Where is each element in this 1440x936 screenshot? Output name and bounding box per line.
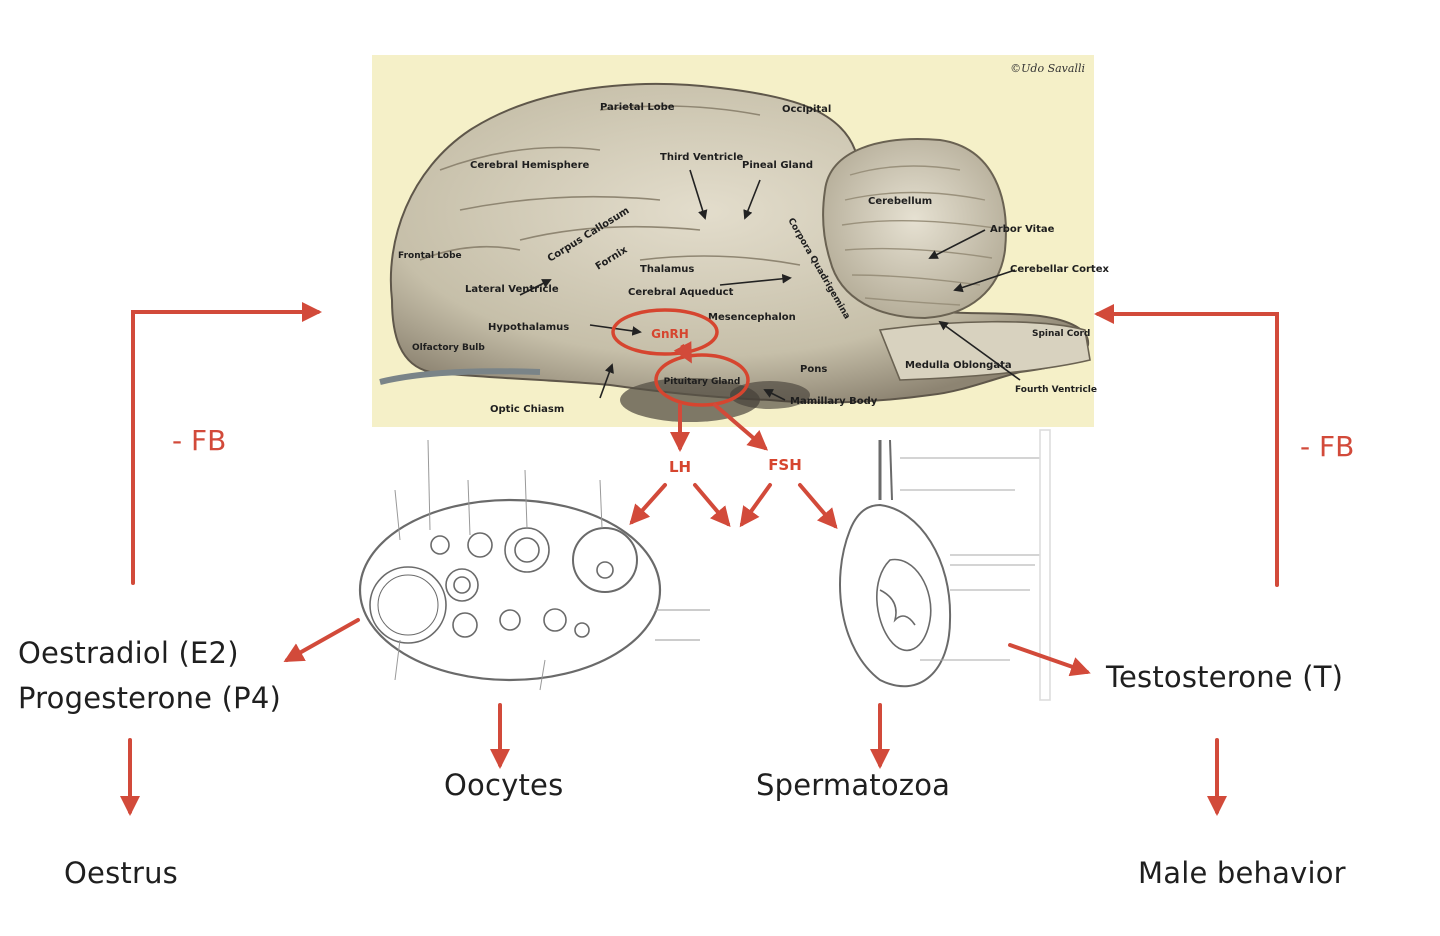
- label-mamillary-body: Mamillary Body: [790, 396, 878, 407]
- arrow-testis-testosterone: [1008, 643, 1091, 677]
- progesterone-label: Progesterone (P4): [18, 681, 282, 715]
- arrow-feedback-left: [131, 302, 322, 585]
- hypothalamus-highlight: [611, 308, 719, 356]
- gnrh-label: GnRH: [651, 327, 689, 341]
- cerebrum-shape: [389, 83, 1090, 404]
- ovary-follicle-lower: [452, 612, 478, 638]
- ovary-leader-lines: [394, 439, 710, 691]
- label-olfactory-bulb: Olfactory Bulb: [412, 343, 485, 353]
- ovary-sketch: [358, 439, 710, 691]
- ovary-oocyte-graafian: [596, 561, 614, 579]
- ovary-follicle-primary: [430, 535, 450, 555]
- cerebellum-folia: [841, 165, 996, 306]
- ovary-follicle-small: [574, 622, 590, 638]
- oestradiol-label: Oestradiol (E2): [18, 636, 239, 670]
- lh-label: LH: [669, 458, 691, 476]
- label-medulla-oblongata: Medulla Oblongata: [905, 360, 1012, 371]
- label-cerebral-aqueduct: Cerebral Aqueduct: [628, 287, 734, 298]
- ovary-follicle-secondary: [467, 532, 493, 558]
- label-frontal-lobe: Frontal Lobe: [398, 251, 462, 261]
- optic-nerve-shape: [379, 368, 541, 385]
- ovary-follicle-lower-right: [543, 608, 567, 632]
- testis-tubules: [879, 589, 916, 626]
- label-third-ventricle: Third Ventricle: [660, 152, 744, 163]
- gnrh-to-pituitary-arrow: [673, 341, 692, 364]
- label-occipital: Occipital: [782, 104, 831, 115]
- pathway-arrows: [120, 302, 1279, 816]
- label-mesencephalon: Mesencephalon: [708, 312, 796, 323]
- arrow-pituitary-fsh: [713, 403, 769, 451]
- arrow-ovary-oestradiol: [283, 618, 360, 662]
- fsh-label: FSH: [768, 456, 802, 474]
- feedback-left-label: - FB: [172, 424, 227, 457]
- ovary-follicle-antral: [504, 527, 550, 573]
- arrow-lh-ovary: [629, 483, 667, 525]
- arrow-feedback-right: [1094, 304, 1279, 587]
- brain-section-image: ©Udo Savalli Parietal Lobe Occipital Cer…: [372, 55, 1109, 427]
- ovary-follicle-antral-inner: [514, 537, 540, 563]
- label-cerebral-hemisphere: Cerebral Hemisphere: [470, 160, 590, 171]
- cerebellum-shape: [822, 138, 1007, 320]
- ovary-outline: [358, 498, 662, 682]
- copyright-text: ©Udo Savalli: [1010, 62, 1085, 75]
- brainstem-shape: [878, 320, 1091, 381]
- label-pineal-gland: Pineal Gland: [742, 160, 813, 171]
- cerebral-gyri: [419, 105, 801, 266]
- testis-vessel: [889, 439, 893, 501]
- testosterone-label: Testosterone (T): [1106, 660, 1344, 694]
- arrow-fsh-ovary: [739, 483, 772, 528]
- label-cerebellum: Cerebellum: [868, 196, 932, 207]
- label-fourth-ventricle: Fourth Ventricle: [1015, 385, 1097, 395]
- label-lateral-ventricle: Lateral Ventricle: [465, 284, 559, 295]
- ovary-follicle-mid: [445, 568, 479, 602]
- ovary-follicle-large-left-inner: [377, 574, 439, 636]
- label-parietal-lobe: Parietal Lobe: [600, 102, 675, 113]
- oocytes-label: Oocytes: [444, 768, 564, 802]
- ovary-follicle-graafian: [572, 527, 638, 593]
- ovary-follicle-large-left: [369, 566, 447, 644]
- label-cerebellar-cortex: Cerebellar Cortex: [1010, 264, 1109, 275]
- label-optic-chiasm: Optic Chiasm: [490, 404, 564, 415]
- feedback-right-label: - FB: [1300, 430, 1355, 463]
- male-behavior-label: Male behavior: [1138, 856, 1346, 890]
- ovary-follicle-mid-inner: [453, 576, 471, 594]
- testis-epididymis: [876, 558, 932, 652]
- testis-leader-lines: [900, 457, 1040, 661]
- pituitary-highlight: [654, 353, 750, 407]
- label-pituitary-gland: Pituitary Gland: [664, 377, 741, 387]
- testis-outline: [839, 503, 952, 688]
- testis-sketch: [839, 429, 1051, 701]
- oestrus-label: Oestrus: [64, 856, 178, 890]
- label-hypothalamus: Hypothalamus: [488, 322, 569, 333]
- label-arbor-vitae: Arbor Vitae: [990, 224, 1055, 235]
- label-spinal-cord: Spinal Cord: [1032, 329, 1090, 339]
- testis-frame: [1039, 429, 1051, 701]
- spermatozoa-label: Spermatozoa: [756, 768, 951, 802]
- arrow-fsh-testis: [798, 483, 838, 530]
- label-pons: Pons: [800, 364, 827, 375]
- ovary-follicle-corpus: [499, 609, 521, 631]
- label-thalamus: Thalamus: [640, 264, 694, 275]
- arrow-lh-testis: [693, 483, 731, 528]
